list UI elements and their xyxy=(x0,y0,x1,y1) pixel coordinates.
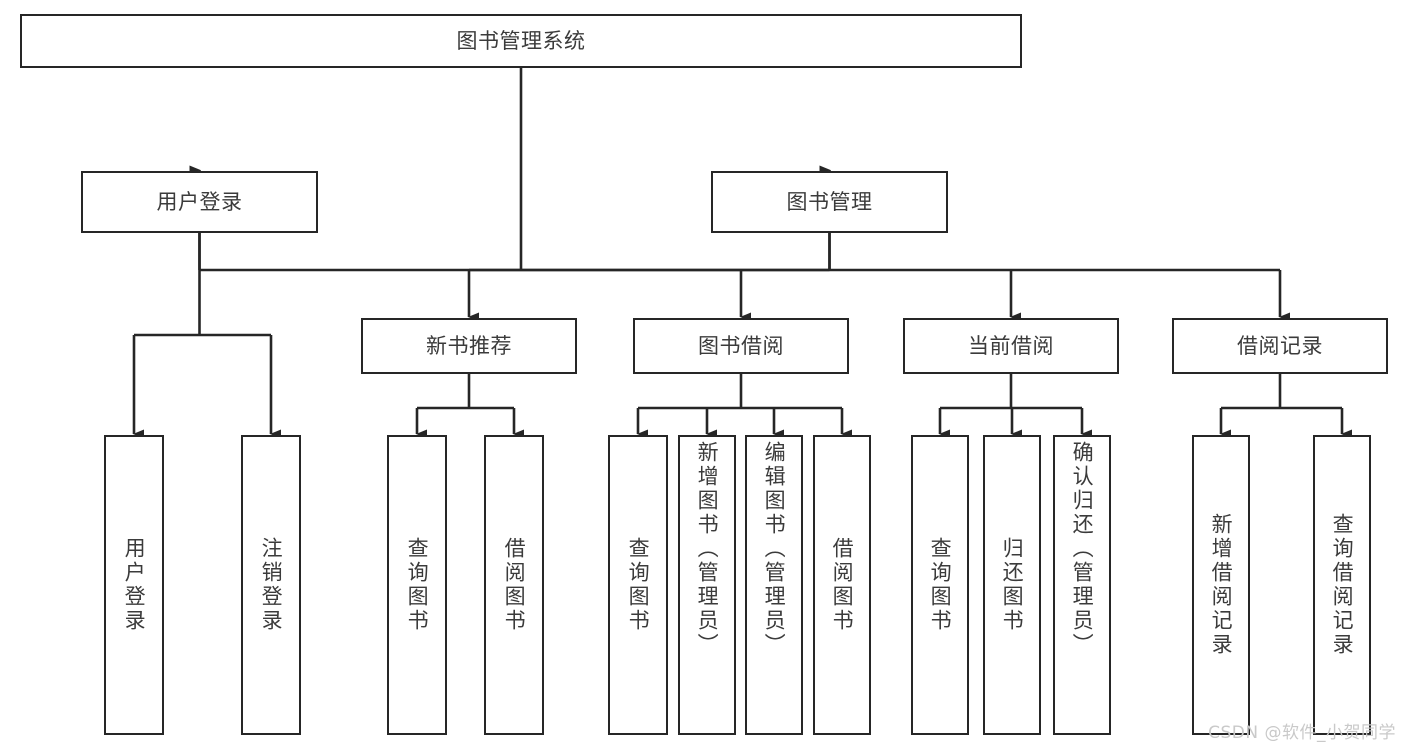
node-br-query-record[interactable]: 查询借阅记录 xyxy=(1313,435,1371,735)
node-bb-borrow-book[interactable]: 借阅图书 xyxy=(813,435,871,735)
node-label-br-add-record: 新增借阅记录 xyxy=(1209,513,1234,657)
node-label-leaf-logout: 注销登录 xyxy=(259,537,284,633)
node-borrow-record[interactable]: 借阅记录 xyxy=(1172,318,1388,374)
node-label-root: 图书管理系统 xyxy=(456,28,586,53)
node-br-add-record[interactable]: 新增借阅记录 xyxy=(1192,435,1250,735)
node-book-manage[interactable]: 图书管理 xyxy=(711,171,948,233)
node-bb-edit-book[interactable]: 编辑图书（管理员） xyxy=(745,435,803,735)
node-nb-query-book[interactable]: 查询图书 xyxy=(387,435,447,735)
node-label-bb-edit-book: 编辑图书（管理员） xyxy=(762,441,787,657)
node-bb-query-book[interactable]: 查询图书 xyxy=(608,435,668,735)
node-cb-return-book[interactable]: 归还图书 xyxy=(983,435,1041,735)
node-cb-confirm-return[interactable]: 确认归还（管理员） xyxy=(1053,435,1111,735)
node-label-bb-borrow-book: 借阅图书 xyxy=(830,537,855,633)
node-label-current-borrow: 当前借阅 xyxy=(968,333,1054,358)
node-label-nb-query-book: 查询图书 xyxy=(405,537,430,633)
node-label-nb-borrow-book: 借阅图书 xyxy=(502,537,527,633)
node-new-book-rec[interactable]: 新书推荐 xyxy=(361,318,577,374)
node-label-user-login: 用户登录 xyxy=(156,189,243,214)
node-label-book-borrow: 图书借阅 xyxy=(698,333,784,358)
node-user-login[interactable]: 用户登录 xyxy=(81,171,318,233)
node-label-bb-query-book: 查询图书 xyxy=(626,537,651,633)
node-label-cb-return-book: 归还图书 xyxy=(1000,537,1025,633)
node-leaf-logout[interactable]: 注销登录 xyxy=(241,435,301,735)
node-book-borrow[interactable]: 图书借阅 xyxy=(633,318,849,374)
node-nb-borrow-book[interactable]: 借阅图书 xyxy=(484,435,544,735)
node-bb-add-book[interactable]: 新增图书（管理员） xyxy=(678,435,736,735)
node-label-cb-query-book: 查询图书 xyxy=(928,537,953,633)
node-label-borrow-record: 借阅记录 xyxy=(1237,333,1323,358)
node-label-book-manage: 图书管理 xyxy=(786,189,873,214)
node-label-new-book-rec: 新书推荐 xyxy=(426,333,512,358)
node-leaf-user-login[interactable]: 用户登录 xyxy=(104,435,164,735)
node-root[interactable]: 图书管理系统 xyxy=(20,14,1022,68)
node-label-bb-add-book: 新增图书（管理员） xyxy=(695,441,720,657)
node-current-borrow[interactable]: 当前借阅 xyxy=(903,318,1119,374)
node-label-br-query-record: 查询借阅记录 xyxy=(1330,513,1355,657)
node-label-leaf-user-login: 用户登录 xyxy=(122,537,147,633)
node-cb-query-book[interactable]: 查询图书 xyxy=(911,435,969,735)
node-label-cb-confirm-return: 确认归还（管理员） xyxy=(1070,441,1095,657)
